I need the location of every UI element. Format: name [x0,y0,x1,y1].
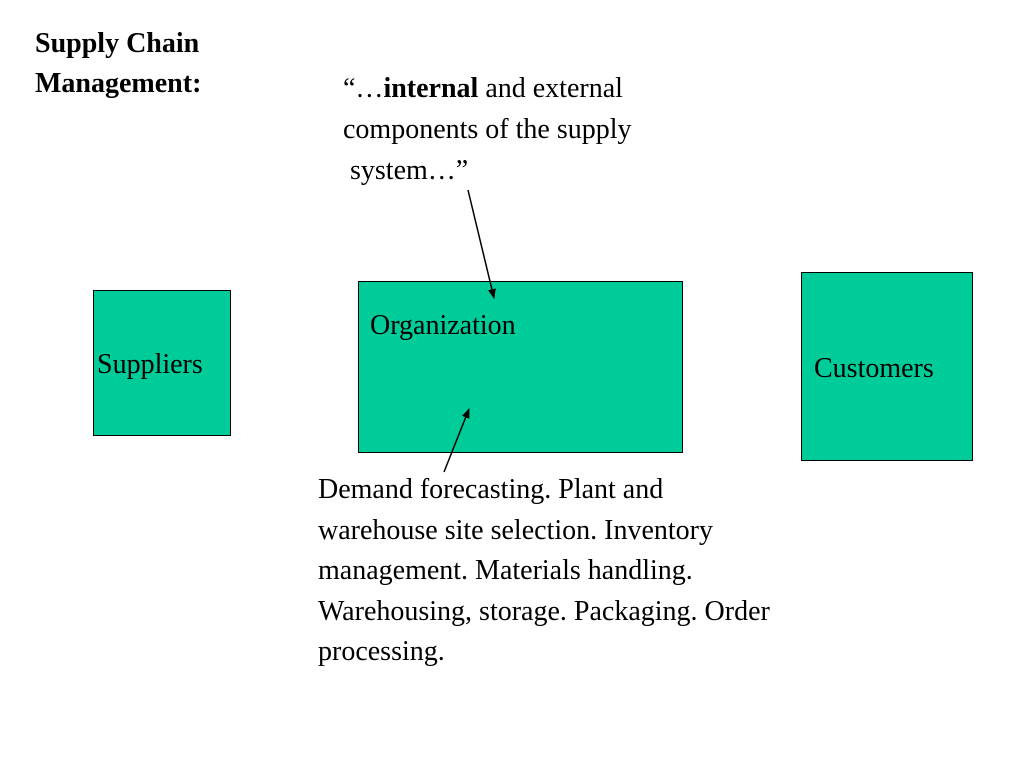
title-line-2: Management: [35,68,202,99]
customers-box [801,272,973,461]
description-line-3: management. Materials handling. [318,555,693,586]
description-line-5: processing. [318,636,445,667]
suppliers-label: Suppliers [97,349,203,380]
page-title: Supply Chain Management: [35,24,265,104]
quote-emphasis: internal [383,73,479,104]
organization-box [358,281,683,453]
quote-line-3: system…” [343,155,469,186]
title-line-1: Supply Chain [35,28,200,59]
description-line-4: Warehousing, storage. Packaging. Order [318,595,770,627]
quote-rest-line-1: and external [478,73,623,104]
quote-line-1: “…internal and external [343,68,743,109]
organization-description: Demand forecasting. Plant and warehouse … [318,470,918,673]
quote-open: “… [343,73,384,104]
quote-line-2: components of the supply [343,114,632,145]
description-line-1: Demand forecasting. Plant and [318,474,664,505]
description-arrow [443,408,470,473]
customers-label: Customers [814,353,934,384]
organization-label: Organization [370,310,516,341]
quote-arrow [467,189,496,299]
suppliers-box [93,290,231,436]
quote-text: “…internal and external components of th… [343,68,743,191]
description-line-2: warehouse site selection. Inventory [318,514,713,546]
